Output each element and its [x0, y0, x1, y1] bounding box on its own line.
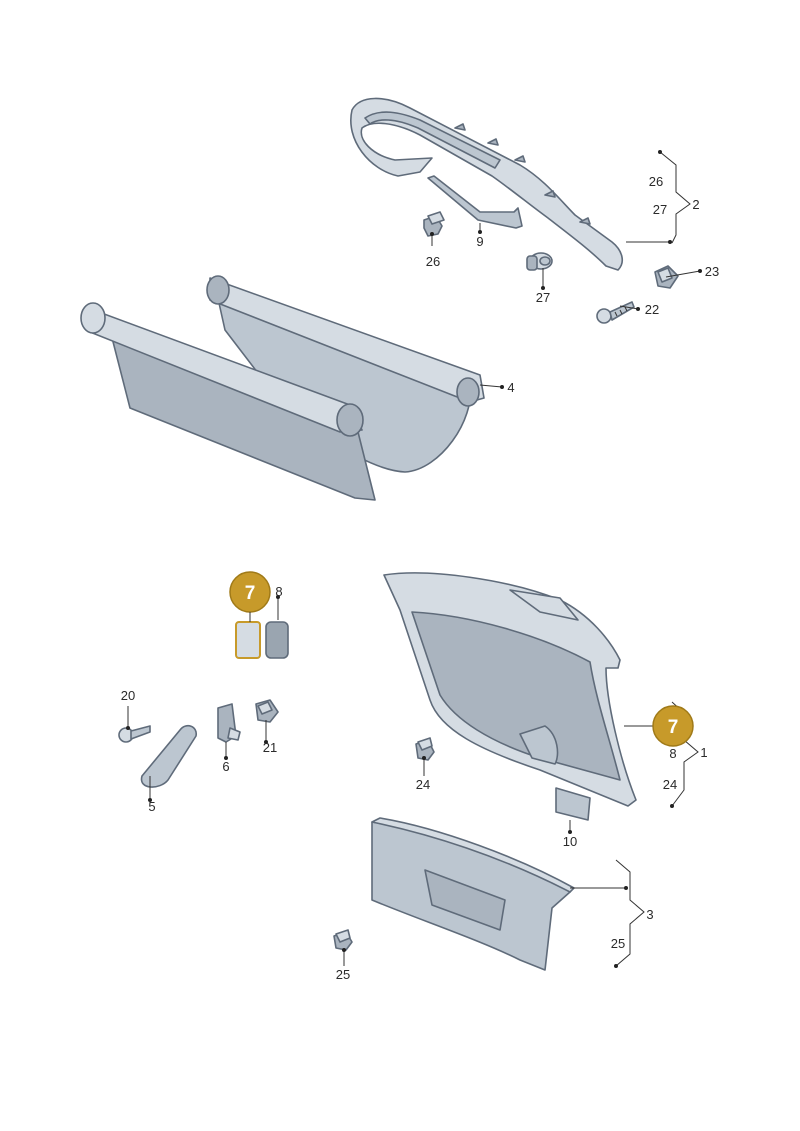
part-3-lower-panel: [371, 817, 575, 971]
callout-6: 6: [222, 759, 229, 774]
callout-25: 25: [336, 967, 350, 982]
part-21-clip: [255, 699, 279, 723]
callout-23: 23: [705, 264, 719, 279]
callout-5: 5: [148, 799, 155, 814]
callout-8-upper: 8: [275, 584, 282, 599]
callout-24: 24: [416, 777, 430, 792]
callout-9: 9: [476, 234, 483, 249]
part-25-clip: [333, 929, 353, 951]
callout-26: 26: [426, 254, 440, 269]
part-8-cap: [235, 621, 289, 659]
part-9-rod: [427, 175, 523, 229]
badge-7-upper: 7: [229, 571, 271, 613]
part-26-clip: [423, 211, 445, 237]
callout-25-right: 25: [611, 936, 625, 951]
callout-2: 2: [692, 197, 699, 212]
callout-26-upper: 26: [649, 174, 663, 189]
leader-lines: [126, 150, 702, 968]
part-24-clip: [415, 737, 435, 761]
badge-7-upper-text: 7: [245, 583, 256, 604]
part-5-strap: [140, 724, 197, 788]
badge-7-lower-text: 7: [668, 717, 679, 738]
callout-labels: 26 27 2 9 26 27 23 22 4 8 20 21 6 5 8 1 …: [121, 174, 719, 982]
callout-3: 3: [646, 907, 653, 922]
part-20-screw: [118, 725, 151, 743]
part-27-fastener: [526, 252, 553, 271]
badge-7-lower: 7: [652, 705, 694, 747]
callout-27-upper: 27: [653, 202, 667, 217]
part-4-luggage-cover: [80, 275, 485, 501]
part-22-screw: [596, 301, 635, 324]
callout-20: 20: [121, 688, 135, 703]
callout-1: 1: [700, 745, 707, 760]
callout-10: 10: [563, 834, 577, 849]
callout-24-right: 24: [663, 777, 677, 792]
part-1-tailgate-panel: [383, 572, 637, 807]
callout-22: 22: [645, 302, 659, 317]
part-6-bracket: [217, 703, 241, 743]
callout-4: 4: [507, 380, 514, 395]
part-10-plate: [555, 787, 591, 821]
callout-21: 21: [263, 740, 277, 755]
part-2-upper-trim: [350, 97, 624, 271]
callout-8-lower: 8: [669, 746, 676, 761]
callout-27: 27: [536, 290, 550, 305]
